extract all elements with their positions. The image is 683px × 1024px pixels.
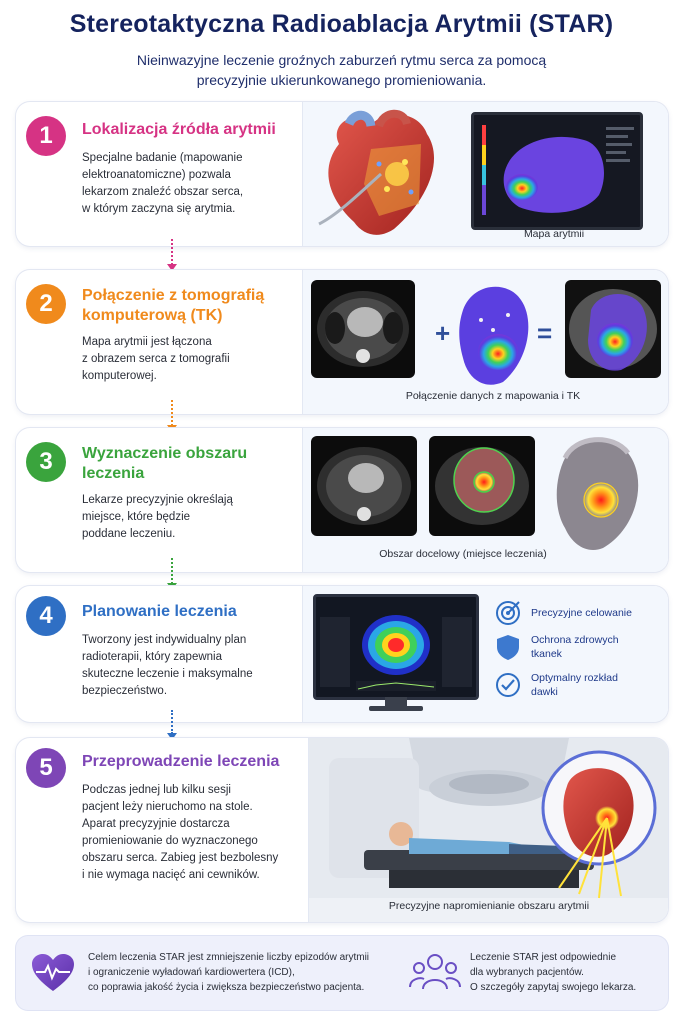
step-3-text-line: poddane leczeniu. <box>82 528 176 540</box>
step-4-media: Precyzyjne celowanie Ochrona zdrowych tk… <box>302 586 668 722</box>
heart-mapping-illustration <box>318 109 435 235</box>
equals-sign: = <box>537 318 552 348</box>
step-1-text-line: w którym zaczyna się arytmia. <box>82 203 236 215</box>
footer-left-text: Celem leczenia STAR jest zmniejszenie li… <box>88 950 398 995</box>
step-5-text-line: obszaru serca. Zabieg jest bezbolesny <box>82 852 279 864</box>
feature-label-line: Ochrona zdrowych <box>531 634 619 646</box>
feature-label: Precyzyjne celowanie <box>531 606 632 620</box>
step-4-text: Tworzony jest indywidualny plan radioter… <box>82 632 253 700</box>
heart-pulse-icon <box>32 954 74 991</box>
step-2-title-line: komputerową (TK) <box>82 307 223 324</box>
step-4-card: 4 Planowanie leczenia Tworzony jest indy… <box>16 586 668 722</box>
dose-plan-screen <box>320 615 472 691</box>
step-1-caption: Mapa arytmii <box>523 228 585 240</box>
step-3-caption: Obszar docelowy (miejsce leczenia) <box>379 548 547 560</box>
step-3-title: Wyznaczenie obszaru leczenia <box>82 444 247 484</box>
step-4-text-line: radioterapii, który zapewnia <box>82 651 222 663</box>
step-3-title-line: Wyznaczenie obszaru <box>82 445 248 462</box>
arrow-4-to-5 <box>167 710 177 740</box>
target-area-illustration <box>311 436 639 550</box>
step-5-number: 5 <box>26 748 66 788</box>
step-2-text-line: z obrazem serca z tomografii <box>82 353 230 365</box>
footer-right-line: Leczenie STAR jest odpowiednie <box>470 952 617 963</box>
step-3-media: Obszar docelowy (miejsce leczenia) <box>302 428 668 572</box>
step-5-text-line: pacjent leży nieruchomo na stole. <box>82 801 253 813</box>
step-3-card: 3 Wyznaczenie obszaru leczenia Lekarze p… <box>16 428 668 572</box>
step-4-title: Planowanie leczenia <box>82 603 237 620</box>
step-3-number: 3 <box>26 442 66 482</box>
check-circle-icon <box>496 673 520 697</box>
monitor-stand <box>385 697 407 707</box>
step-4-text-line: skuteczne leczenie i maksymalne <box>82 668 253 680</box>
step-1-number: 1 <box>26 116 66 156</box>
footer-left-line: i ograniczenie wyładowań kardiowertera (… <box>88 967 295 978</box>
plus-sign: + <box>435 318 450 348</box>
subtitle-line-2: precyzyjnie ukierunkowanego promieniowan… <box>196 72 487 88</box>
patients-group-icon <box>409 954 461 990</box>
step-1-title: Lokalizacja źródła arytmii <box>82 121 276 138</box>
footer-right-line: O szczegóły zapytaj swojego lekarza. <box>470 982 637 993</box>
arrhythmia-map-monitor <box>471 112 643 230</box>
step-2-number: 2 <box>26 284 66 324</box>
step-5-text-line: promieniowanie do wyznaczonego <box>82 835 258 847</box>
footer-right-text: Leczenie STAR jest odpowiednie dla wybra… <box>470 950 660 995</box>
step-3-text: Lekarze precyzyjnie określają miejsce, k… <box>82 492 233 543</box>
feature-label-line: dawki <box>531 686 558 698</box>
step-5-title: Przeprowadzenie leczenia <box>82 753 280 770</box>
feature-healthy-tissue: Ochrona zdrowych tkanek <box>493 632 619 662</box>
step-2-media: + = Połączenie danych z mapowania i TK <box>302 270 668 414</box>
step-3-text-line: miejsce, które będzie <box>82 511 191 523</box>
step-2-card: 2 Połączenie z tomografią komputerową (T… <box>16 270 668 414</box>
step-2-title: Połączenie z tomografią komputerową (TK) <box>82 286 264 326</box>
step-5-text: Podczas jednej lub kilku sesji pacjent l… <box>82 782 278 884</box>
step-3-text-line: Lekarze precyzyjnie określają <box>82 494 233 506</box>
step-1-text-line: Specjalne badanie (mapowanie <box>82 152 243 164</box>
arrow-2-to-3 <box>167 400 177 432</box>
arrow-3-to-4 <box>167 558 177 590</box>
feature-label-line: Precyzyjne celowanie <box>531 607 632 619</box>
subtitle-line-1: Nieinwazyjne leczenie groźnych zaburzeń … <box>136 52 547 68</box>
planning-monitor <box>313 594 479 700</box>
feature-label: Optymalny rozkład dawki <box>531 671 618 699</box>
step-5-caption: Precyzyjne napromienianie obszaru arytmi… <box>388 900 590 912</box>
step-5-media: Precyzyjne napromienianie obszaru arytmi… <box>308 738 668 922</box>
monitor-base <box>369 706 423 711</box>
step-4-number: 4 <box>26 596 66 636</box>
footer-panel: Celem leczenia STAR jest zmniejszenie li… <box>16 936 668 1010</box>
step-1-card: 1 Lokalizacja źródła arytmii Specjalne b… <box>16 102 668 246</box>
step-2-text: Mapa arytmii jest łączona z obrazem serc… <box>82 334 230 385</box>
step-4-text-line: Tworzony jest indywidualny plan <box>82 634 247 646</box>
step-1-text-line: lekarzom znaleźć obszar serca, <box>82 186 244 198</box>
step-1-text: Specjalne badanie (mapowanie elektroanat… <box>82 150 243 218</box>
step-2-text-line: komputerowej. <box>82 370 157 382</box>
arrow-1-to-2 <box>167 239 177 271</box>
step-5-text-line: i nie wymaga nacięć ani cewników. <box>82 869 260 881</box>
feature-precise-targeting: Precyzyjne celowanie <box>493 598 632 628</box>
step-5-text-line: Aparat precyzyjnie dostarcza <box>82 818 230 830</box>
step-1-text-line: elektroanatomiczne) pozwala <box>82 169 231 181</box>
treatment-room-illustration <box>309 738 668 899</box>
shield-icon <box>497 635 519 660</box>
arrhythmia-map-screen <box>482 125 634 215</box>
page-title: Stereotaktyczna Radioablacja Arytmii (ST… <box>69 10 614 38</box>
footer-right-line: dla wybranych pacjentów. <box>470 967 584 978</box>
footer-left-line: co poprawia jakość życia i zwiększa bezp… <box>88 982 365 993</box>
feature-label: Ochrona zdrowych tkanek <box>531 633 619 661</box>
feature-label-line: tkanek <box>531 648 562 660</box>
feature-label-line: Optymalny rozkład <box>531 672 618 684</box>
features-list: Precyzyjne celowanie Ochrona zdrowych tk… <box>493 586 663 722</box>
step-2-title-line: Połączenie z tomografią <box>82 287 265 304</box>
step-2-text-line: Mapa arytmii jest łączona <box>82 336 212 348</box>
feature-dose-distribution: Optymalny rozkład dawki <box>493 670 618 700</box>
step-4-text-line: bezpieczeństwo. <box>82 685 168 697</box>
step-5-card: 5 Przeprowadzenie leczenia Podczas jedne… <box>16 738 668 922</box>
footer-left-line: Celem leczenia STAR jest zmniejszenie li… <box>88 952 370 963</box>
fusion-illustration: + = <box>311 280 661 385</box>
step-5-text-line: Podczas jednej lub kilku sesji <box>82 784 231 796</box>
page-subtitle: Nieinwazyjne leczenie groźnych zaburzeń … <box>70 50 613 90</box>
step-1-media: Mapa arytmii <box>302 102 668 246</box>
step-3-title-line: leczenia <box>82 465 145 482</box>
target-icon <box>496 601 520 625</box>
step-2-caption: Połączenie danych z mapowania i TK <box>405 390 581 402</box>
